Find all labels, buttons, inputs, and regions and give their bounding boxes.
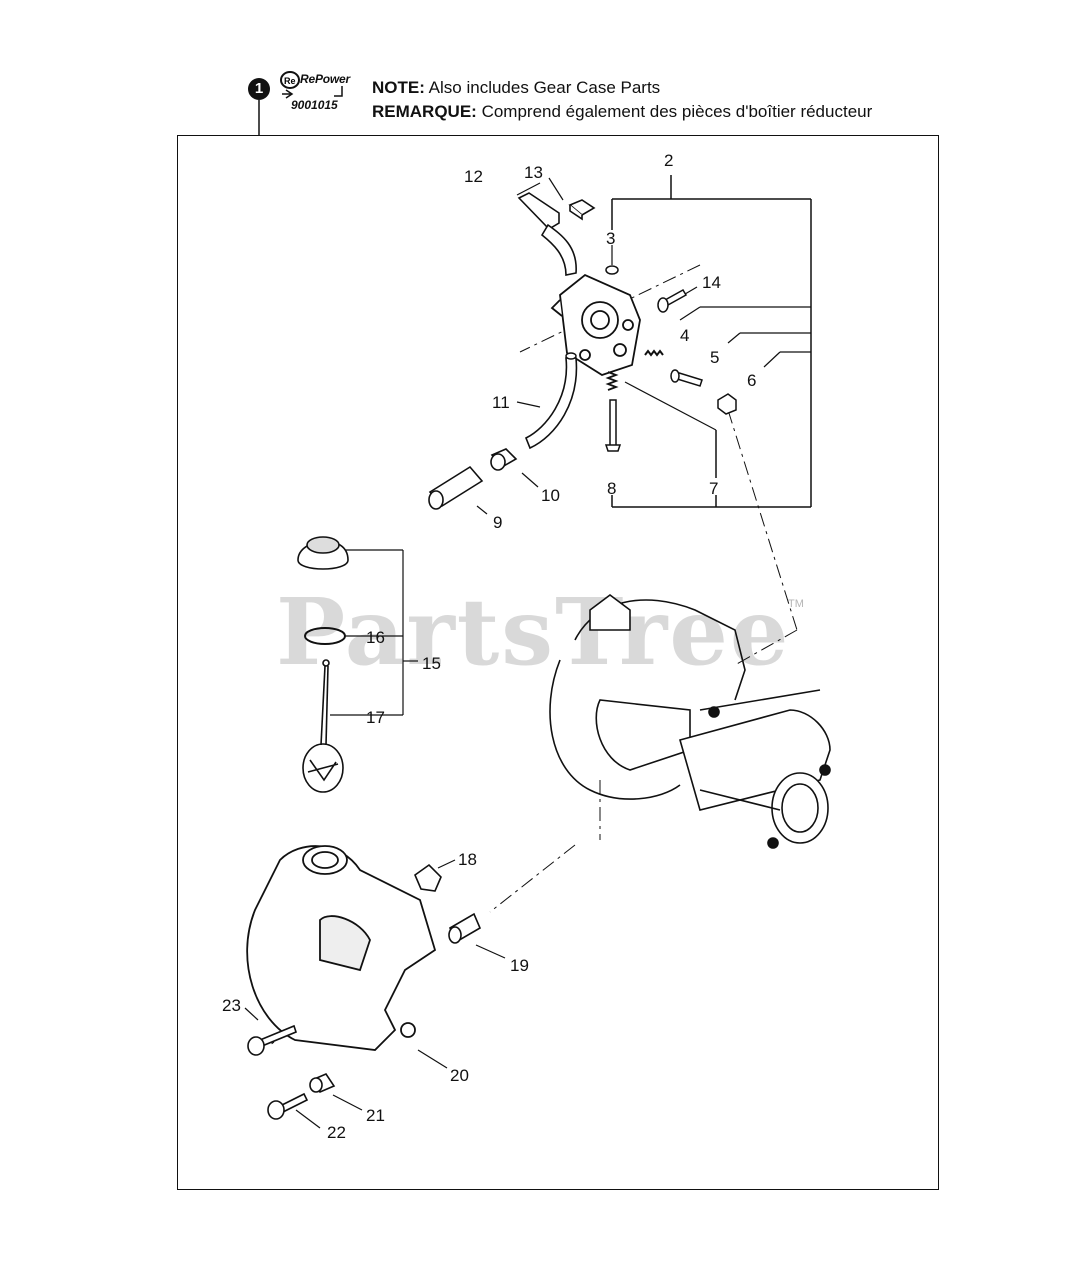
- part-9-filter: [428, 465, 484, 510]
- note-en-label: NOTE:: [372, 78, 425, 97]
- callout-5: 5: [710, 348, 720, 367]
- callout-2: 2: [664, 151, 674, 170]
- part-6-cap: [717, 393, 737, 415]
- callout-19: 19: [510, 956, 529, 975]
- repower-part-number: 9001015: [291, 98, 338, 112]
- callout-11: 11: [492, 393, 510, 412]
- callout-3: 3: [606, 229, 616, 248]
- callout-20: 20: [450, 1066, 469, 1085]
- part-22-screw: [267, 1092, 309, 1120]
- part-8-needle: [604, 399, 622, 452]
- callout-13: 13: [524, 163, 543, 182]
- note-english: NOTE: Also includes Gear Case Parts: [372, 78, 660, 98]
- carburetor-body: [550, 273, 641, 376]
- callout-4: 4: [680, 326, 690, 345]
- header: 1 Re RePower 9001015 NOTE: Also includes…: [0, 0, 1087, 140]
- part-21-spacer: [309, 1073, 336, 1093]
- bracket-2: [611, 175, 812, 508]
- part-16-o-ring: [304, 627, 346, 645]
- callout-14: 14: [702, 273, 721, 292]
- part-10-fitting: [490, 448, 518, 471]
- watermark: PartsTree: [276, 578, 791, 686]
- part-7-spring: [605, 371, 619, 391]
- part-3-washer: [605, 265, 619, 275]
- callout-7: 7: [709, 479, 719, 498]
- repower-logo-icon: Re: [280, 71, 343, 99]
- part-4-spring: [644, 349, 664, 357]
- part-17-filter-strap: [302, 659, 344, 793]
- part-15-fuel-cap: [297, 536, 349, 570]
- callout-8: 8: [607, 479, 617, 498]
- callout-22: 22: [327, 1123, 346, 1142]
- part-18-plug: [414, 863, 442, 892]
- part-5-pin: [670, 369, 703, 387]
- part-11-hose: [524, 357, 578, 450]
- callout-21: 21: [366, 1106, 385, 1125]
- callout-10: 10: [541, 486, 560, 505]
- callout-9: 9: [493, 513, 503, 532]
- callout-badge: 1: [248, 78, 270, 100]
- callout-16: 16: [366, 628, 385, 647]
- part-12-fuel-line: [517, 192, 577, 276]
- part-20-handle: [246, 845, 437, 1051]
- callout-18: 18: [458, 850, 477, 869]
- svg-text:Re: Re: [284, 76, 296, 86]
- callout-17: 17: [366, 708, 385, 727]
- callout-23: 23: [222, 996, 241, 1015]
- callout-15: 15: [422, 654, 441, 673]
- callout-12: 12: [464, 167, 483, 186]
- diagram-frame: [177, 135, 939, 1190]
- callout-6: 6: [747, 371, 757, 390]
- gear-case-assembly: [549, 594, 831, 849]
- watermark-tm: TM: [788, 598, 804, 610]
- note-fr-text: Comprend également des pièces d'boîtier …: [476, 102, 873, 121]
- part-13-grommet: [568, 199, 596, 221]
- part-19-bushing: [448, 912, 482, 944]
- part-23-screw: [247, 1024, 297, 1056]
- part-14-screw: [657, 288, 688, 313]
- repower-brand: RePower: [300, 72, 350, 86]
- note-fr-label: REMARQUE:: [372, 102, 477, 121]
- note-en-text: Also includes Gear Case Parts: [424, 78, 661, 97]
- note-french: REMARQUE: Comprend également des pièces …: [372, 102, 872, 122]
